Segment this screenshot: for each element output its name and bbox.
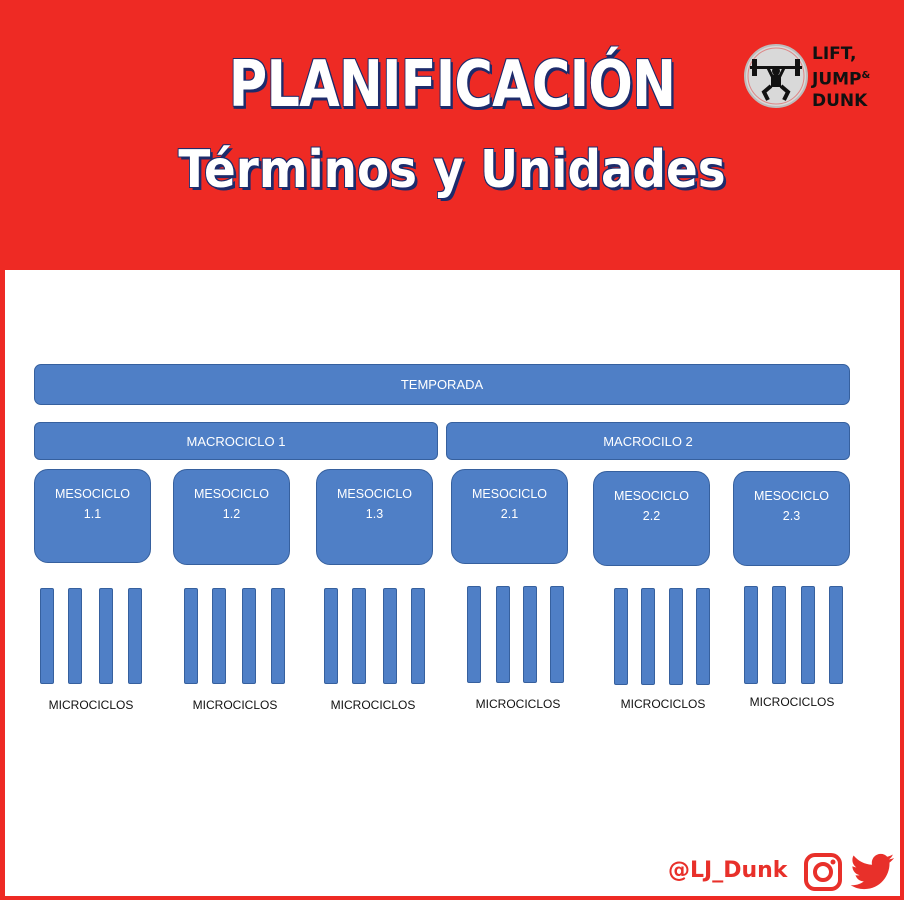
mesociclo-1-1-box: MESOCICLO 1.1 [34,469,151,563]
mesociclo-label: MESOCICLO [336,487,412,501]
microciclo-bar [271,588,285,684]
microciclo-bar [242,588,256,684]
microciclos-label: MICROCICLOS [192,698,278,712]
brand-jump: JUMP [812,69,862,90]
microciclos-label: MICROCICLOS [48,698,134,712]
brand-line-2: JUMP& [812,65,870,91]
mesociclo-label: MESOCICLO [54,487,130,501]
mesociclo-number: 1.2 [222,507,241,521]
weightlifter-logo-icon [744,44,808,108]
microciclo-bar [212,588,226,684]
microciclo-bar [68,588,82,684]
microciclo-bar [352,588,366,684]
mesociclo-label: MESOCICLO [193,487,269,501]
mesociclo-2-1-box: MESOCICLO 2.1 [451,469,568,564]
microciclo-bar [383,588,397,684]
brand-name: LIFT, JUMP& DUNK [812,44,870,112]
microciclo-bar [641,588,655,685]
social-handle[interactable]: @LJ_Dunk [668,858,788,883]
temporada-box: TEMPORADA [34,364,850,405]
microciclo-bar [772,586,786,684]
mesociclo-2-3-box: MESOCICLO 2.3 [733,471,850,566]
brand-ampersand: & [861,70,871,81]
microciclo-bar [324,588,338,684]
microciclo-bar [99,588,113,684]
mesociclo-number: 2.3 [782,509,801,523]
microciclo-bar [801,586,815,684]
mesociclo-label: MESOCICLO [753,489,829,503]
macrociclo-1-box: MACROCICLO 1 [34,422,438,460]
microciclo-bar [829,586,843,684]
microciclo-bar [614,588,628,685]
header-banner: PLANIFICACIÓN Términos y Unidades LIFT, … [0,0,904,270]
mesociclo-number: 1.3 [365,507,384,521]
microciclo-bar [184,588,198,684]
microciclos-label: MICROCICLOS [749,695,835,709]
microciclo-bar [467,586,481,683]
microciclo-bar [496,586,510,683]
mesociclo-1-2-box: MESOCICLO 1.2 [173,469,290,565]
mesociclo-number: 1.1 [83,507,102,521]
instagram-icon[interactable] [803,852,843,892]
page-subtitle: Términos y Unidades [178,140,726,200]
microciclo-bar [669,588,683,685]
microciclo-bar [40,588,54,684]
macrociclo-2-box: MACROCILO 2 [446,422,850,460]
microciclo-bar [128,588,142,684]
mesociclo-label: MESOCICLO [471,487,547,501]
twitter-icon[interactable] [850,852,896,892]
mesociclo-label: MESOCICLO [613,489,689,503]
page-title: PLANIFICACIÓN [228,48,676,122]
microciclo-bar [696,588,710,685]
microciclo-bar [550,586,564,683]
mesociclo-1-3-box: MESOCICLO 1.3 [316,469,433,565]
microciclo-bar [411,588,425,684]
microciclos-label: MICROCICLOS [620,697,706,711]
microciclo-bar [744,586,758,684]
brand-line-3: DUNK [812,90,868,111]
microciclos-label: MICROCICLOS [330,698,416,712]
microciclos-label: MICROCICLOS [475,697,561,711]
brand-line-1: LIFT, [812,44,857,64]
brand-logo: LIFT, JUMP& DUNK [740,40,890,120]
microciclo-bar [523,586,537,683]
mesociclo-number: 2.1 [500,507,519,521]
mesociclo-2-2-box: MESOCICLO 2.2 [593,471,710,566]
mesociclo-number: 2.2 [642,509,661,523]
